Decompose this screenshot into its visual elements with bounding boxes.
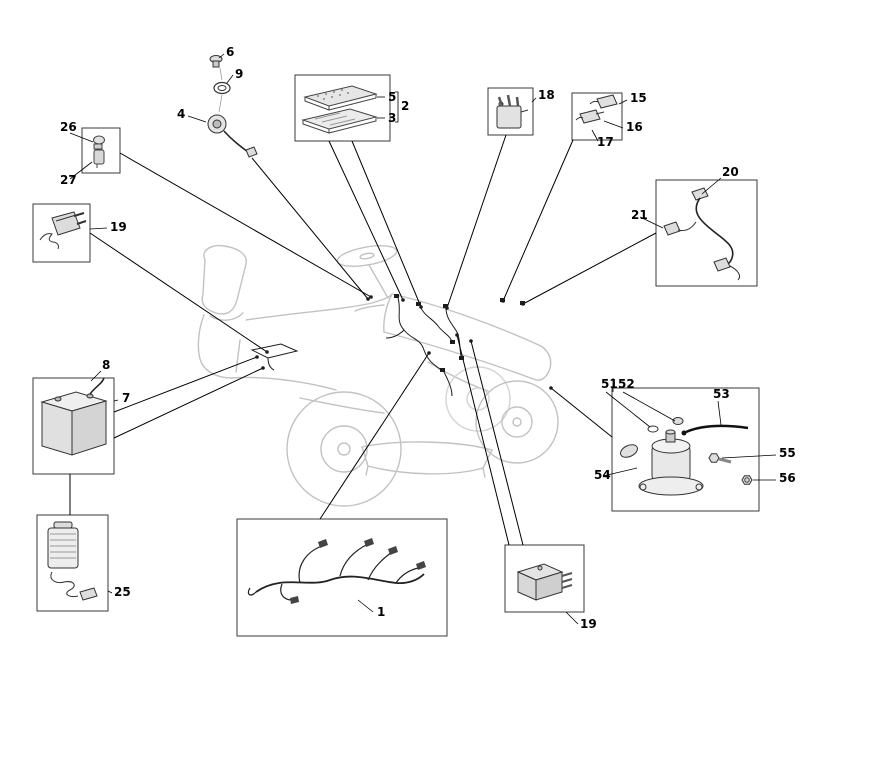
part-20-connector — [691, 187, 709, 201]
callout-19-bottom: 19 — [580, 617, 597, 631]
battery-terminal — [54, 396, 62, 402]
callout-6: 6 — [226, 45, 234, 59]
callout-20: 20 — [722, 165, 739, 179]
footboard — [299, 397, 385, 414]
tractor-illustration — [197, 244, 559, 507]
callout-52: 52 — [618, 377, 635, 391]
steering-wheel — [336, 245, 398, 267]
callout-15: 15 — [630, 91, 647, 105]
part-19-left-drawing — [39, 211, 87, 250]
part-9-ring — [213, 81, 231, 95]
part-52-cap — [672, 417, 684, 425]
part-51-washer — [647, 425, 659, 433]
callout-8: 8 — [102, 358, 110, 372]
hood-top — [391, 293, 542, 347]
solenoid-base — [638, 476, 704, 496]
part-4-6-9-drawing — [207, 55, 258, 158]
callout-2: 2 — [401, 99, 409, 113]
callout-17: 17 — [597, 135, 614, 149]
battery-terminal — [86, 393, 94, 399]
callout-7: 7 — [122, 391, 130, 405]
part-53-cable — [685, 424, 749, 434]
part-51-56-drawing — [620, 417, 753, 496]
part-54-boot — [620, 444, 638, 458]
part-56-nut — [741, 475, 753, 485]
callout-56: 56 — [779, 471, 796, 485]
callout-9: 9 — [235, 67, 243, 81]
callout-1: 1 — [377, 605, 385, 619]
callout-54: 54 — [594, 468, 611, 482]
part-55-bolt — [708, 453, 720, 463]
part-15-connector — [596, 94, 618, 109]
part-25-drawing — [47, 521, 98, 601]
part-25-plug — [79, 587, 98, 601]
hood-nose — [535, 345, 552, 381]
callout-5: 5 — [388, 90, 396, 104]
hood-bottom — [383, 331, 537, 381]
part-19-bottom-drawing — [516, 563, 573, 601]
callout-26: 26 — [60, 120, 77, 134]
part-16-connector — [579, 109, 601, 124]
callout-55: 55 — [779, 446, 796, 460]
rear-body — [197, 314, 233, 379]
harness-connectors — [290, 538, 426, 604]
part-20-21-drawing — [663, 187, 741, 281]
part-21-connector — [663, 221, 681, 236]
callout-19-left: 19 — [110, 220, 127, 234]
steering-column — [368, 264, 389, 299]
part-18-drawing — [496, 94, 529, 129]
callout-51: 51 — [601, 377, 618, 391]
callout-4: 4 — [177, 107, 185, 121]
callout-3: 3 — [388, 111, 396, 125]
rear-wheel — [286, 391, 402, 507]
callout-18: 18 — [538, 88, 555, 102]
part-7-8-battery-drawing — [40, 377, 108, 456]
part-8-cable — [89, 377, 105, 395]
part-26-27-drawing — [93, 135, 105, 168]
callout-27: 27 — [60, 173, 77, 187]
callout-25: 25 — [114, 585, 131, 599]
front-wheel — [475, 380, 559, 464]
callout-pointer-lines — [69, 53, 777, 625]
battery-on-tractor — [250, 343, 299, 359]
part-3-5-drawing — [301, 85, 378, 134]
mower-deck — [361, 446, 493, 475]
part-box-control-unit — [294, 74, 391, 142]
leader-lines — [69, 134, 657, 546]
callout-21: 21 — [631, 208, 648, 222]
part-boxes — [32, 74, 760, 637]
part-1-harness-drawing — [247, 538, 426, 604]
callout-53: 53 — [713, 387, 730, 401]
callout-16: 16 — [626, 120, 643, 134]
part-15-16-17-drawing — [575, 94, 618, 124]
wiring-connector-dots — [255, 294, 553, 390]
part-box-18 — [487, 87, 534, 136]
tractor-wiring-overlay — [250, 297, 463, 397]
callout-labels: 6 9 4 26 27 5 3 2 18 15 16 17 20 21 19 8… — [60, 45, 796, 631]
seat — [201, 244, 247, 315]
